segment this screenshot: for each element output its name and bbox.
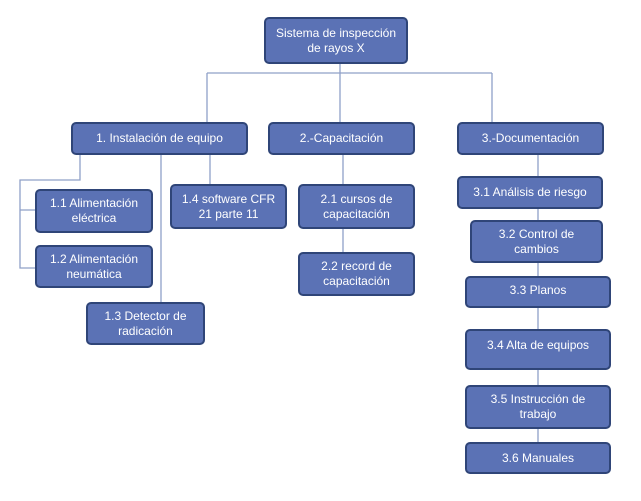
node-1-2: 1.2 Alimentación neumática <box>35 245 153 288</box>
node-1-1: 1.1 Alimentación eléctrica <box>35 189 153 233</box>
node-3-documentacion: 3.-Documentación <box>457 122 604 155</box>
node-3-3: 3.3 Planos <box>465 276 611 308</box>
node-3-4: 3.4 Alta de equipos <box>465 329 611 370</box>
node-3-6: 3.6 Manuales <box>465 442 611 474</box>
node-3-2: 3.2 Control de cambios <box>470 220 603 263</box>
root-node: Sistema de inspección de rayos X <box>264 17 408 64</box>
node-3-5: 3.5 Instrucción de trabajo <box>465 385 611 429</box>
node-1-instalacion: 1. Instalación de equipo <box>71 122 248 155</box>
node-2-capacitacion: 2.-Capacitación <box>268 122 415 155</box>
node-1-3: 1.3 Detector de radicación <box>86 302 205 345</box>
node-2-1: 2.1 cursos de capacitación <box>298 184 415 229</box>
node-3-1: 3.1 Análisis de riesgo <box>457 176 603 209</box>
node-2-2: 2.2 record de capacitación <box>298 252 415 296</box>
node-1-4: 1.4 software CFR 21 parte 11 <box>170 184 287 229</box>
